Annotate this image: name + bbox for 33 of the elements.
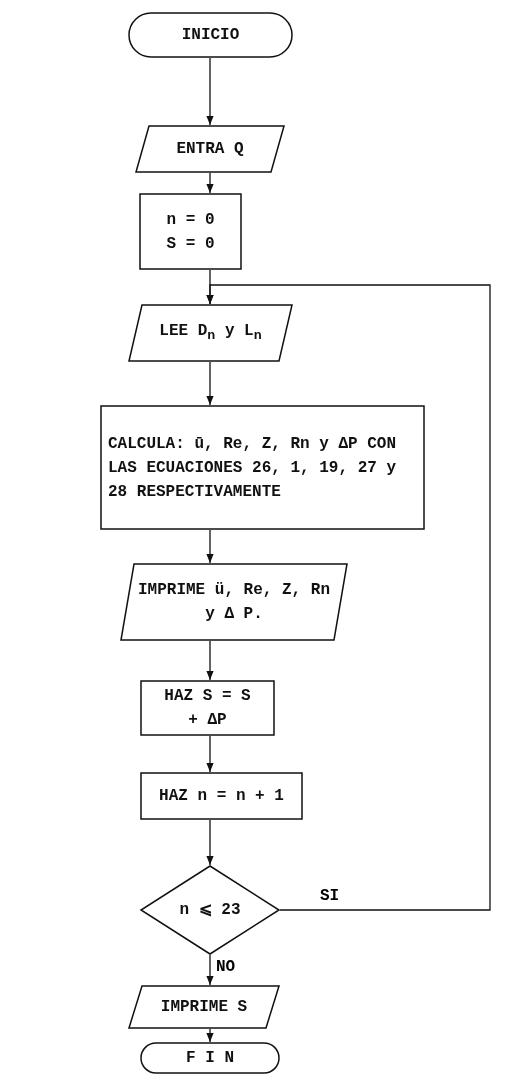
arrow [206,361,214,406]
process-box [139,193,242,270]
arrow [206,57,214,126]
arrow [206,819,214,866]
node-text: n = 0 [165,209,216,231]
arrow [206,954,214,986]
node-text: S = 0 [165,233,216,255]
arrow [206,172,214,194]
node-text: LEE D$_{n}$ y L$_{n}$ [158,321,263,346]
node-text: IMPRIME ü, Re, Z, Rn y Δ P. [137,580,331,625]
node-text: IMPRIME S [159,997,249,1018]
process-box [100,405,425,530]
node-text: INICIO [180,25,241,46]
terminal-shape [140,1042,280,1074]
node-text: HAZ n = n + 1 [158,786,285,807]
process-box [140,680,275,736]
input-output-shape [128,304,293,362]
arrow [206,735,214,773]
arrow [206,284,491,911]
arrow [206,529,214,564]
input-output-shape [128,985,280,1029]
decision-diamond [140,865,280,955]
process-box [140,772,303,820]
input-output-shape [120,563,348,641]
node-text: CALCULA: ū, Re, Z, Rn y ΔP CON LAS ECUACIONES 26, 1, 19, 27 y 28 RESPECTIVAMENTE [107,433,398,503]
node-text: HAZ S = S + ΔP [163,686,252,731]
node-text: F I N [185,1048,235,1069]
arrow [206,1028,214,1043]
input-output-shape [135,125,285,173]
arrow [206,640,214,681]
node-text: n ⩽ 23 [178,900,242,921]
terminal-shape [128,12,293,58]
node-text: ENTRA Q [175,139,245,160]
